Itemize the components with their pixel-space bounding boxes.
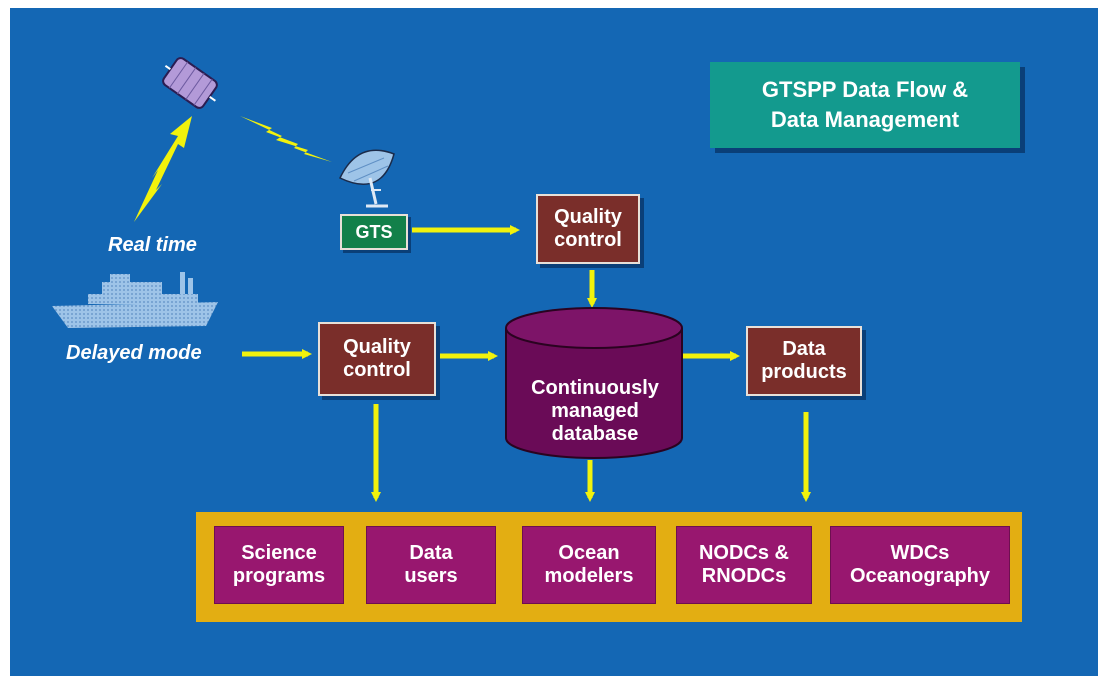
user-box-nodcs-rnodcs: NODCs & RNODCs [676,526,812,604]
user-box-wdcs-oceanography: WDCs Oceanography [830,526,1010,604]
database-label: Continuously managed database [508,354,682,446]
real-time-label: Real time [108,234,197,256]
quality-control-delayed-node: Quality control [318,322,436,396]
user-box-label: Ocean modelers [544,542,634,587]
data-products-label: Data products [761,338,847,383]
user-box-label: Science programs [232,542,326,587]
user-box-label: NODCs & RNODCs [698,542,789,587]
diagram-title: GTSPP Data Flow & Data Management [710,62,1020,148]
user-box-ocean-modelers: Ocean modelers [522,526,656,604]
user-box-label: WDCs Oceanography [849,542,991,587]
quality-control-realtime-node: Quality control [536,194,640,264]
satellite-icon [162,57,218,109]
user-box-data-users: Data users [366,526,496,604]
user-box-science-programs: Science programs [214,526,344,604]
lightning-icon [134,116,192,222]
gts-label: GTS [355,221,393,242]
gts-node: GTS [340,214,408,250]
data-products-node: Data products [746,326,862,396]
lightning-icon [240,116,332,162]
delayed-mode-label: Delayed mode [66,342,202,364]
database-cylinder [505,307,683,459]
database-label-text: Continuously managed database [531,377,659,445]
user-box-label: Data users [404,542,458,587]
satellite-dish-icon [339,149,395,208]
quality-control-label: Quality control [554,206,622,251]
ship-icon [52,272,218,328]
diagram-title-text: GTSPP Data Flow & Data Management [761,77,969,132]
diagram-canvas: GTSPP Data Flow & Data Management GTS Re… [10,8,1098,676]
quality-control-label: Quality control [343,336,411,381]
